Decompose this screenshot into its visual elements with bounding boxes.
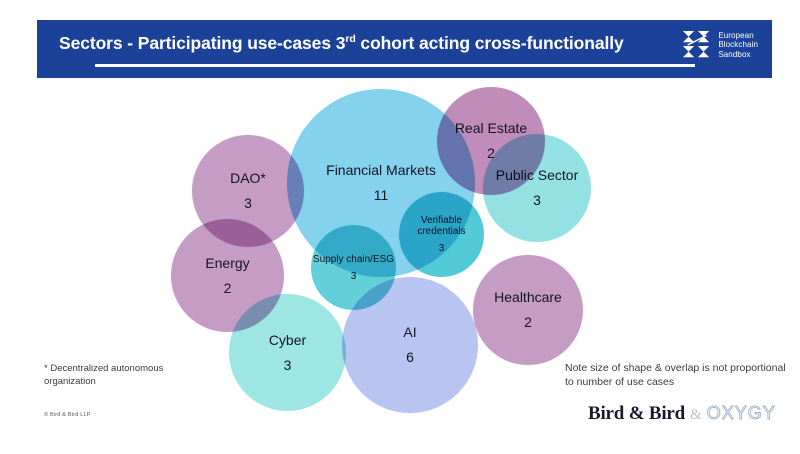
note-proportionality: Note size of shape & overlap is not prop…	[565, 362, 786, 388]
bubble-label: Energy	[205, 254, 250, 271]
page-title-pre: Sectors - Participating use-cases 3	[59, 33, 346, 53]
header-underline-rule	[95, 64, 695, 67]
bubble-supply-chain-esg[interactable]: Supply chain/ESG 3	[310, 224, 397, 311]
bird-and-bird-oxygy-logo: Bird & Bird & OXYGY	[588, 403, 776, 425]
bird-and-bird-wordmark: Bird & Bird	[588, 403, 686, 424]
copyright-notice: © Bird & Bird LLP	[44, 412, 91, 418]
bubble-label: Verifiable credentials	[417, 215, 466, 237]
bubble-label: Cyber	[268, 331, 307, 348]
bubble-label: DAO*	[230, 170, 266, 186]
bubble-value: 3	[244, 195, 252, 211]
bubble-value: 3	[438, 243, 445, 254]
oxygy-wordmark: OXYGY	[706, 403, 776, 424]
page-title-ordinal: rd	[345, 33, 356, 46]
logo-line-3: Sandbox	[718, 49, 751, 59]
bubble-value: 3	[350, 270, 357, 282]
bubble-label: Supply chain/ESG	[312, 253, 395, 265]
european-blockchain-sandbox-logo: European Blockchain Sandbox	[682, 30, 758, 60]
bubble-value: 2	[223, 279, 232, 296]
bubble-value: 2	[524, 314, 532, 330]
page-title-post: cohort acting cross-functionally	[355, 33, 624, 53]
logo-line-1: European	[718, 30, 754, 40]
ampersand-glyph: &	[690, 407, 702, 423]
bubble-label: Financial Markets	[326, 162, 436, 178]
footnote-dao-definition: * Decentralized autonomous organization	[44, 363, 164, 387]
bubble-label: Healthcare	[494, 289, 562, 305]
logo-line-2: Blockchain	[718, 40, 758, 50]
bubble-value: 6	[406, 349, 414, 365]
bubble-cyber[interactable]: Cyber 3	[228, 293, 347, 412]
header-band: Sectors - Participating use-cases 3rd co…	[37, 20, 772, 78]
bubble-label: Real Estate	[454, 120, 528, 136]
bubble-verifiable-credentials[interactable]: Verifiable credentials 3	[398, 191, 485, 278]
bubble-value: 3	[533, 192, 541, 208]
bubble-real-estate[interactable]: Real Estate 2	[436, 86, 546, 196]
page-title: Sectors - Participating use-cases 3rd co…	[59, 33, 624, 54]
bubble-label: AI	[403, 324, 417, 340]
bubble-value: 2	[487, 145, 495, 161]
sandbox-logo-wordmark: European Blockchain Sandbox	[718, 31, 758, 60]
bubble-value: 3	[283, 356, 292, 373]
bubble-healthcare[interactable]: Healthcare 2	[472, 254, 584, 366]
sandbox-mark-icon	[683, 30, 710, 58]
bubble-value: 11	[373, 187, 389, 203]
